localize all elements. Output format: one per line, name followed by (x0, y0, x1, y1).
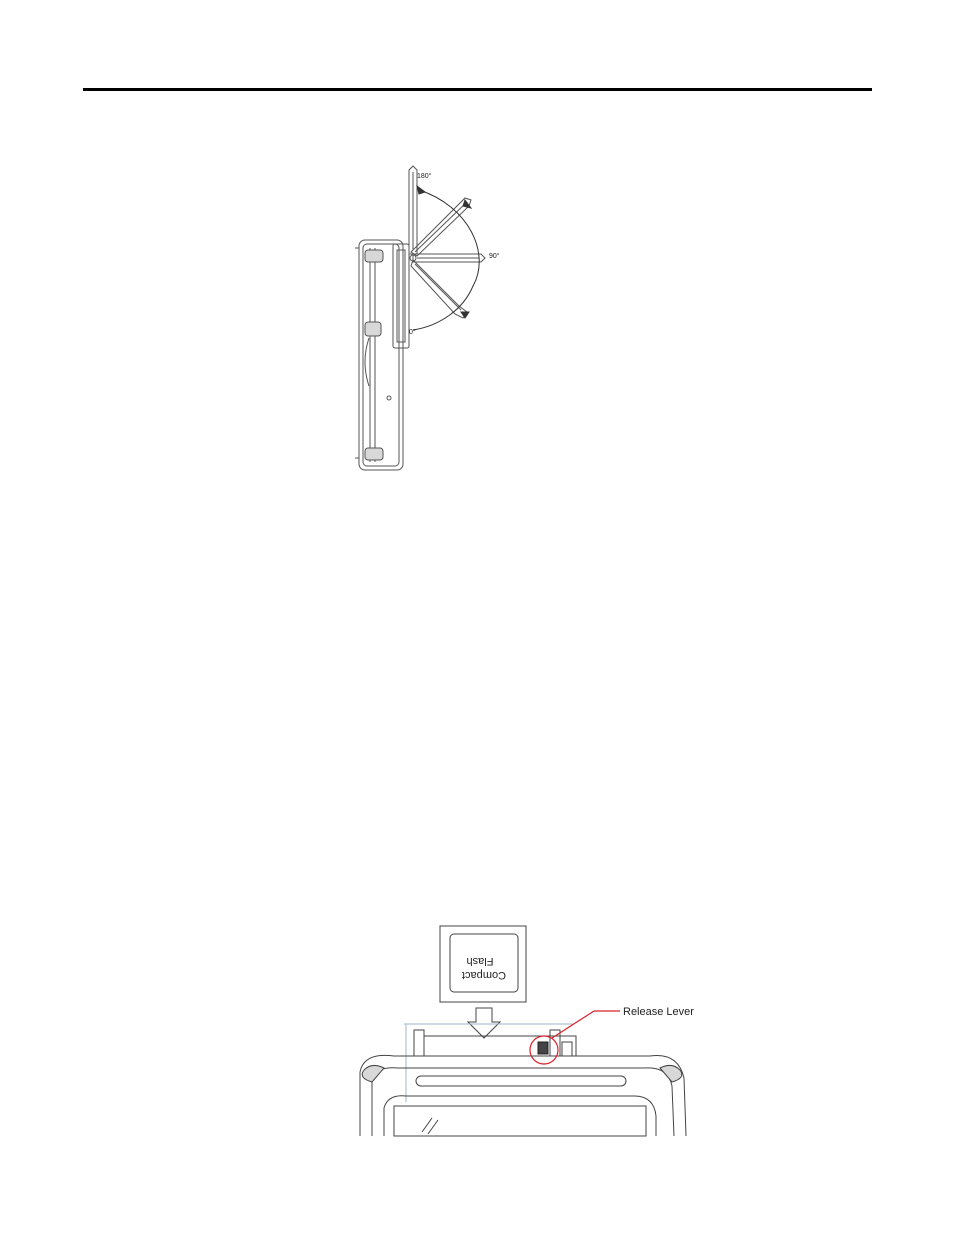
header-rule (83, 88, 872, 91)
insert-down-arrow-icon (468, 1008, 500, 1038)
stand-45-position (411, 260, 467, 318)
hinge-rotation-figure: 180° 90° 0° (353, 162, 505, 474)
angle-90-label: 90° (489, 252, 500, 260)
stand-180-position (409, 166, 417, 254)
stand-90-position (413, 254, 485, 262)
handheld-device-side-view-icon (355, 240, 409, 470)
release-lever-callout: Release Lever (623, 1006, 694, 1018)
angle-0-label: 0° (409, 328, 416, 336)
handheld-device-top-view-icon (360, 1030, 686, 1136)
stand-135-position (411, 198, 471, 256)
compact-flash-figure: Compact Flash Release Lever (354, 920, 706, 1138)
release-lever[interactable] (538, 1042, 548, 1054)
card-label-line1: Compact (462, 969, 506, 981)
card-label-line2: Flash (467, 955, 494, 967)
angle-180-label: 180° (417, 172, 432, 180)
rotation-arc-arrow-icon (413, 190, 479, 330)
